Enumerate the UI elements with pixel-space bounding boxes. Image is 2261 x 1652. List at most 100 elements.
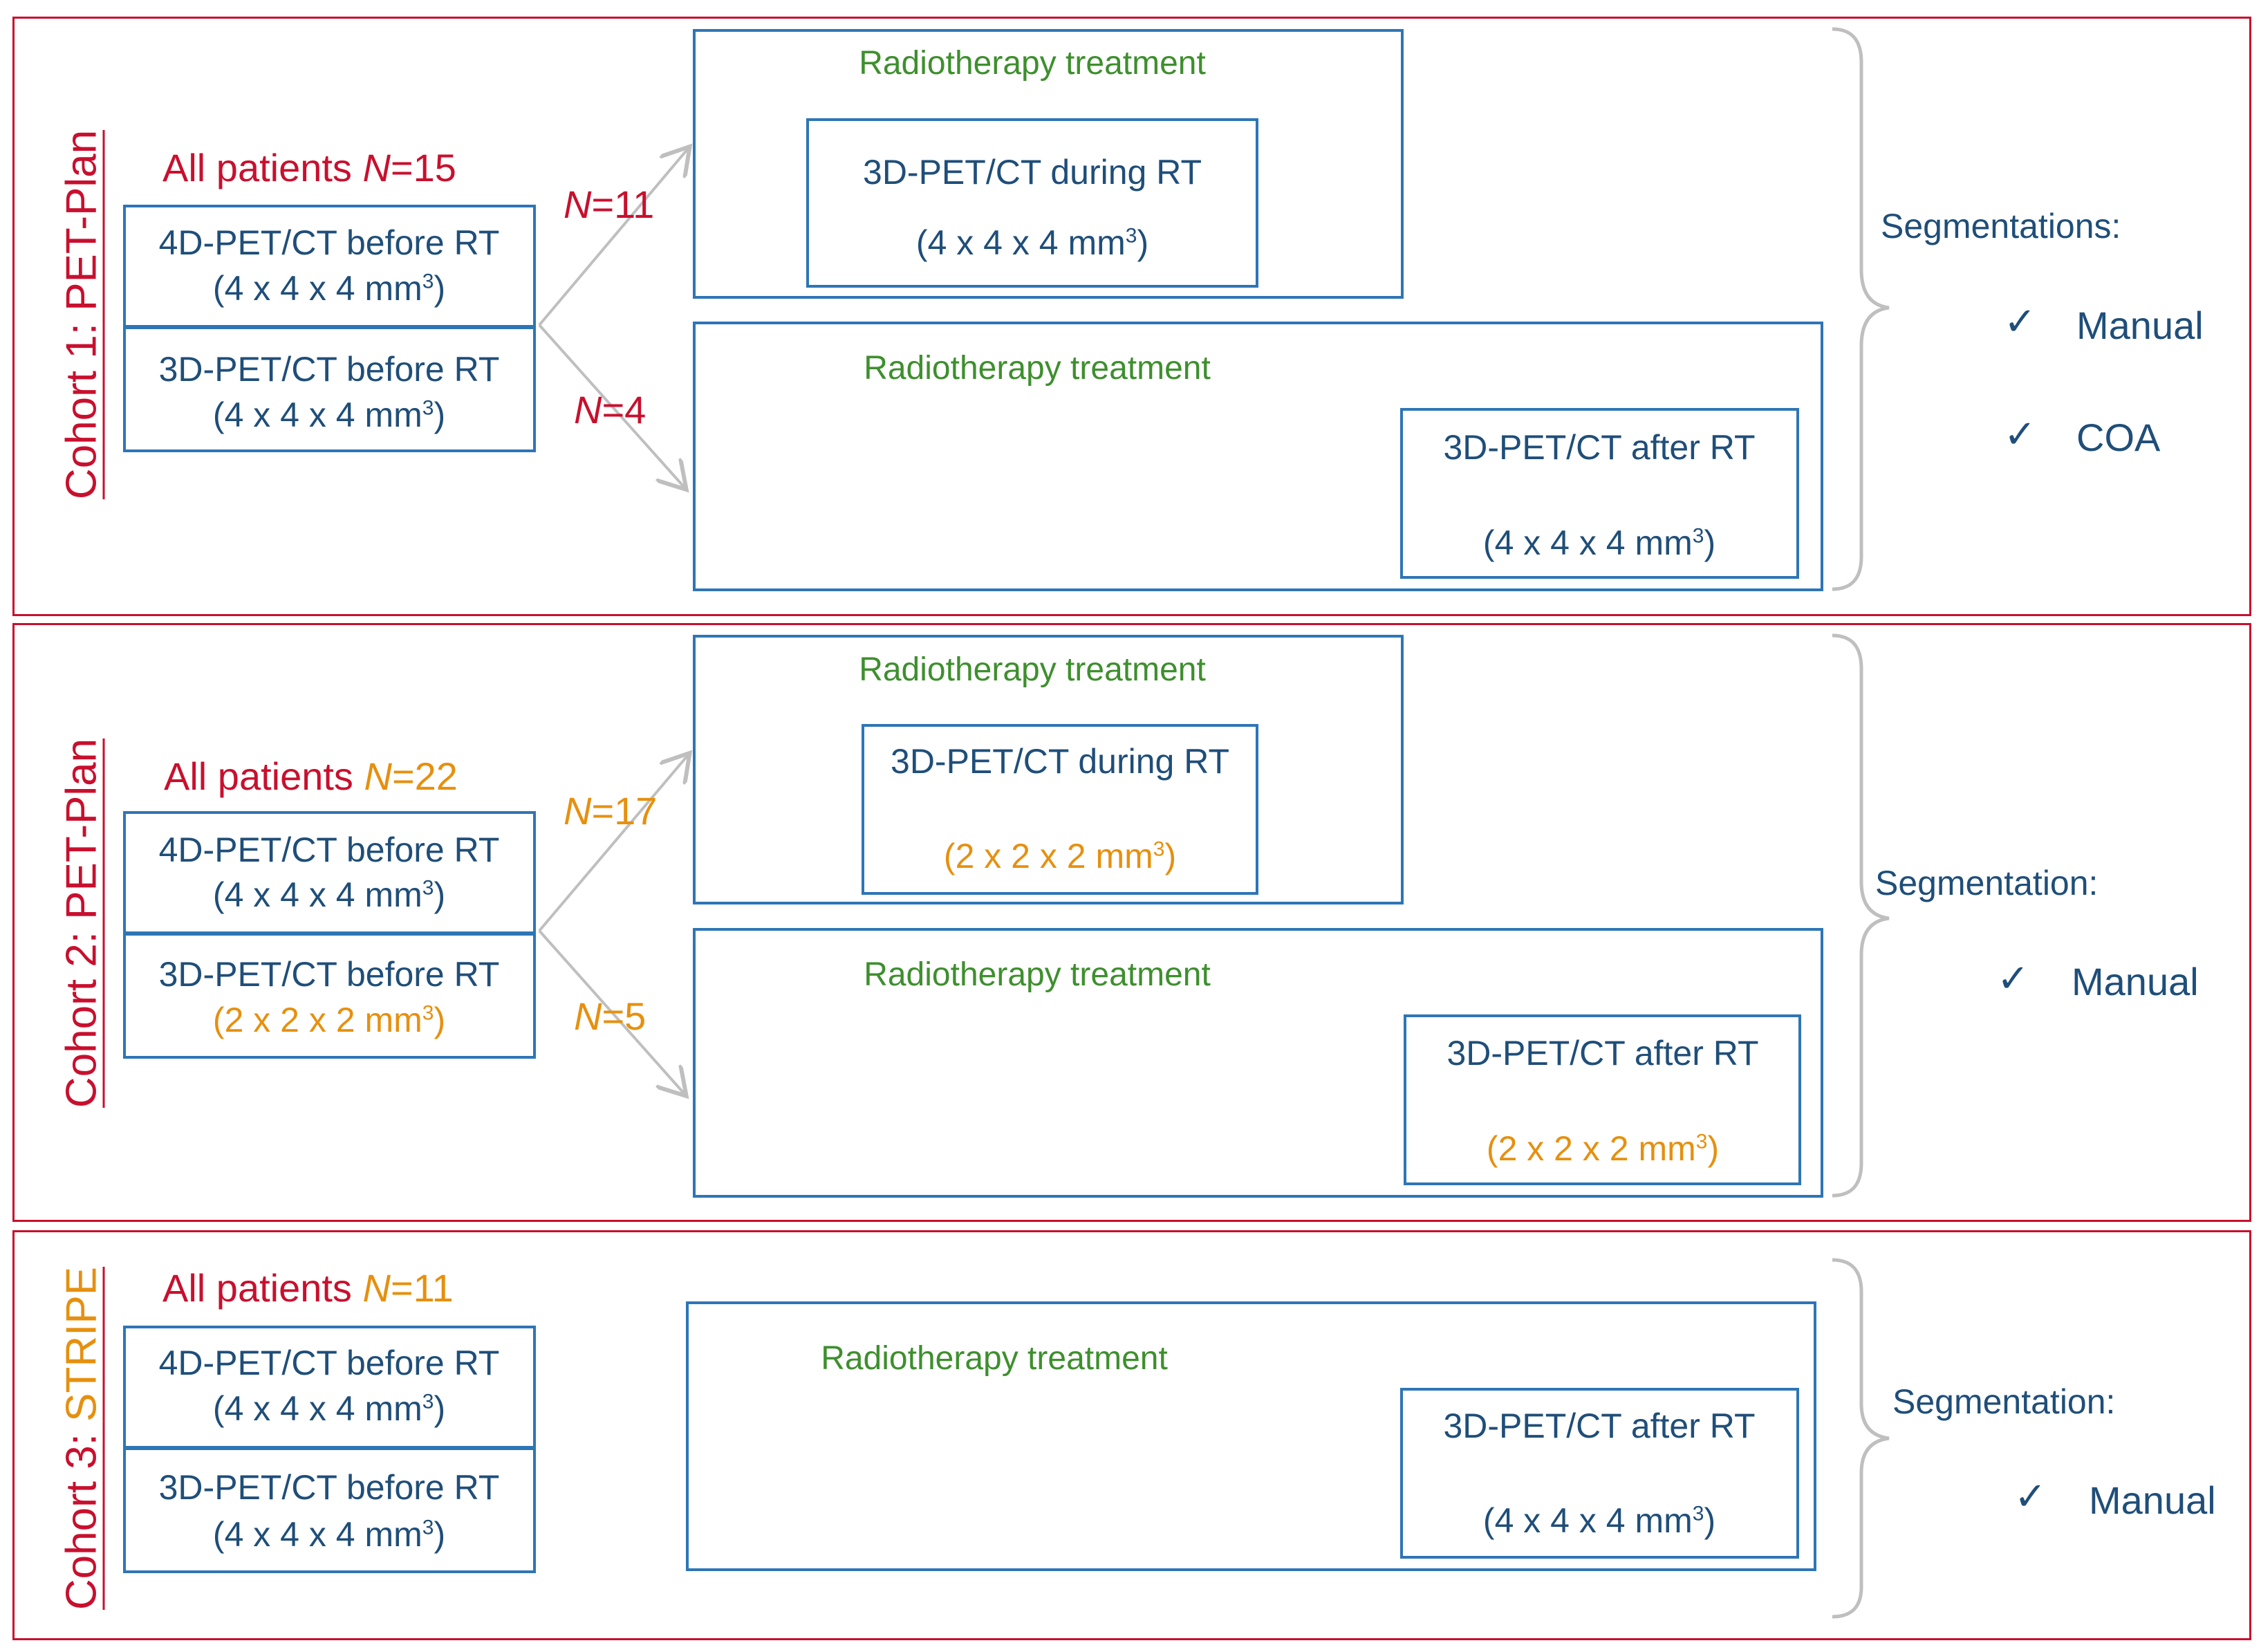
c2-pet4d-res-sup: 3 <box>422 876 434 900</box>
c1-rt-label-top: Radiotherapy treatment <box>859 45 1206 82</box>
c2-after-res: (2 x 2 x 2 mm3) <box>1486 1129 1720 1168</box>
c1-n-during: N=11 <box>564 182 654 227</box>
arrow-to-during-c1 <box>538 149 688 326</box>
c3-pet3d-res: (4 x 4 x 4 mm3) <box>212 1515 446 1554</box>
cohort3-label-prefix: Cohort 3: <box>57 1421 106 1611</box>
c2-rt-label-top: Radiotherapy treatment <box>859 651 1206 688</box>
c3-after-res-sup: 3 <box>1692 1502 1704 1525</box>
c2-pet3d-during: 3D-PET/CT during RT <box>891 742 1229 781</box>
arrow-to-after-c2 <box>538 929 685 1094</box>
c1-pet4d-res-sup: 3 <box>422 270 434 293</box>
c2-during-inner <box>862 724 1258 895</box>
c1-check-coa: ✓ <box>2004 412 2036 456</box>
c3-all-patients-text: All patients <box>162 1266 352 1310</box>
c3-pet4d-res-sup: 3 <box>422 1390 434 1413</box>
cohort1-panel <box>12 17 2251 616</box>
c2-after-res-val: 2 x 2 x 2 mm <box>1498 1129 1696 1168</box>
cohort3-panel <box>12 1230 2251 1640</box>
c3-pre-box-3d <box>123 1450 536 1573</box>
c2-method-manual: Manual <box>2072 960 2199 1003</box>
c1-check-manual: ✓ <box>2004 299 2036 343</box>
c3-after-inner <box>1400 1388 1799 1559</box>
c1-all-patients: All patients N=15 <box>162 145 456 190</box>
c2-pet3d-res-val: 2 x 2 x 2 mm <box>224 1001 422 1039</box>
c2-n-after: N=5 <box>574 994 646 1039</box>
c2-after-inner <box>1404 1014 1801 1185</box>
c1-during-res-val: 4 x 4 x 4 mm <box>927 223 1126 262</box>
cohort3-label-name: STRIPE <box>57 1266 106 1422</box>
c2-pet4d-res: (4 x 4 x 4 mm3) <box>212 875 446 914</box>
c1-pet3d-after: 3D-PET/CT after RT <box>1443 428 1756 467</box>
c2-during-res: (2 x 2 x 2 mm3) <box>943 837 1177 875</box>
c2-n-during-val: =17 <box>591 789 658 833</box>
c2-n-symbol: N <box>364 754 392 798</box>
c3-method-manual: Manual <box>2089 1478 2216 1522</box>
c1-pet4d-res: (4 x 4 x 4 mm3) <box>212 269 446 308</box>
c2-all-patients-text: All patients <box>164 754 353 798</box>
c2-n-after-sym: N <box>574 994 602 1038</box>
c1-during-res-sup: 3 <box>1125 224 1137 248</box>
c2-after-res-sup: 3 <box>1695 1130 1708 1153</box>
c1-pet3d-res-val: 4 x 4 x 4 mm <box>224 396 422 434</box>
c2-during-res-sup: 3 <box>1153 837 1165 861</box>
brace-c3 <box>1832 1258 1890 1619</box>
c1-n-after-sym: N <box>574 388 602 431</box>
c1-n-after-val: =4 <box>602 388 646 431</box>
c2-n-after-val: =5 <box>602 994 646 1038</box>
c1-during-res: (4 x 4 x 4 mm3) <box>915 223 1149 262</box>
c1-n-during-val: =11 <box>591 183 655 226</box>
arrow-to-after-c1 <box>538 324 685 488</box>
c2-pet4d-res-val: 4 x 4 x 4 mm <box>224 875 422 914</box>
c3-pet4d-res-val: 4 x 4 x 4 mm <box>224 1389 422 1428</box>
c1-n-during-sym: N <box>564 183 592 226</box>
c2-segmentation-title: Segmentation: <box>1875 864 2099 902</box>
c1-all-n: =15 <box>390 146 456 189</box>
c3-pet3d-res-sup: 3 <box>422 1516 434 1539</box>
c1-pet3d-before: 3D-PET/CT before RT <box>158 350 500 389</box>
c3-pet3d-after: 3D-PET/CT after RT <box>1443 1407 1756 1445</box>
c1-pet4d-res-val: 4 x 4 x 4 mm <box>224 269 422 308</box>
c2-n-during-sym: N <box>564 789 592 833</box>
c1-pre-box-3d <box>123 329 536 452</box>
c1-pet3d-res: (4 x 4 x 4 mm3) <box>212 396 446 434</box>
c1-after-res-sup: 3 <box>1692 524 1704 548</box>
c3-all-patients: All patients N=11 <box>162 1265 454 1310</box>
c2-all-n: =22 <box>391 754 458 798</box>
c2-all-patients: All patients N=22 <box>164 754 458 799</box>
c2-n-during: N=17 <box>564 788 657 833</box>
c3-after-res-val: 4 x 4 x 4 mm <box>1494 1501 1693 1540</box>
c1-n-after: N=4 <box>574 387 646 432</box>
c1-method-coa: COA <box>2076 416 2161 459</box>
c2-pet3d-before: 3D-PET/CT before RT <box>158 955 500 994</box>
c3-pet4d-res: (4 x 4 x 4 mm3) <box>212 1389 446 1428</box>
c1-pet3d-during: 3D-PET/CT during RT <box>863 153 1202 192</box>
c3-after-res: (4 x 4 x 4 mm3) <box>1482 1501 1716 1540</box>
c1-after-inner <box>1400 408 1799 579</box>
c1-pet4d-before: 4D-PET/CT before RT <box>158 223 500 262</box>
c3-all-n: =11 <box>390 1266 454 1310</box>
c2-pet3d-res: (2 x 2 x 2 mm3) <box>212 1001 446 1039</box>
c2-pet3d-res-sup: 3 <box>422 1001 434 1025</box>
c1-after-res-val: 4 x 4 x 4 mm <box>1494 523 1693 562</box>
c1-pre-box-4d <box>123 205 536 328</box>
cohort2-panel <box>12 623 2251 1222</box>
c1-during-inner <box>806 118 1258 288</box>
arrow-to-during-c2 <box>538 755 688 932</box>
brace-c1 <box>1832 27 1890 591</box>
c2-pre-box-3d <box>123 936 536 1059</box>
c1-pet3d-res-sup: 3 <box>422 396 434 420</box>
c1-all-patients-text: All patients <box>162 146 352 189</box>
c2-pet3d-after: 3D-PET/CT after RT <box>1446 1034 1759 1073</box>
c2-check-manual: ✓ <box>1997 956 2029 1000</box>
c1-rt-label-bottom: Radiotherapy treatment <box>864 350 1211 387</box>
c2-during-res-val: 2 x 2 x 2 mm <box>955 837 1153 875</box>
c3-check-manual: ✓ <box>2014 1474 2047 1518</box>
brace-c2 <box>1832 633 1890 1198</box>
c1-method-manual: Manual <box>2076 304 2204 347</box>
c3-pre-divider <box>123 1447 536 1452</box>
c1-segmentation-title: Segmentations: <box>1881 207 2121 245</box>
c3-segmentation-title: Segmentation: <box>1892 1382 2116 1421</box>
c2-pre-box-4d <box>123 811 536 934</box>
c1-after-res: (4 x 4 x 4 mm3) <box>1482 523 1716 562</box>
c3-rt-label: Radiotherapy treatment <box>821 1340 1168 1377</box>
